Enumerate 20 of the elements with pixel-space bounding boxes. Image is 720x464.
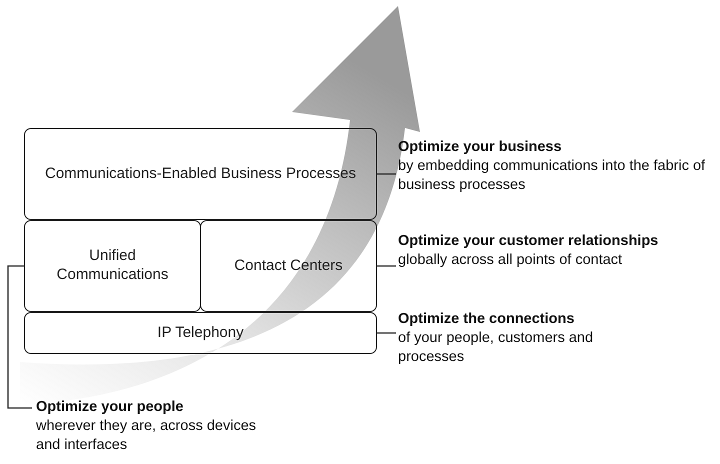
leader-line <box>377 265 396 267</box>
callout-heading: Optimize your people <box>36 398 184 417</box>
layer-box <box>24 312 377 354</box>
callout-text: by embedding communications into the fabric of business processes <box>398 156 706 195</box>
layer-box <box>24 128 377 220</box>
layer-label: IP Telephony <box>156 324 245 342</box>
layer-label: Communications-Enabled Business Processes <box>44 164 357 184</box>
layer-box <box>24 220 201 312</box>
callout-heading: Optimize the connections <box>398 310 576 329</box>
callout-text: of your people, customers and processes <box>398 328 594 367</box>
layer-box <box>200 220 377 312</box>
callout-text: globally across all points of contact <box>398 250 624 270</box>
leader-line <box>377 173 396 175</box>
layer-label: Contact Centers <box>233 256 344 276</box>
leader-line <box>7 265 32 409</box>
callout-heading: Optimize your business <box>398 138 563 157</box>
layer-label: Unified Communications <box>56 247 170 285</box>
leader-line <box>377 332 396 334</box>
callout-heading: Optimize your customer relationships <box>398 232 660 251</box>
callout-text: wherever they are, across devices and interfaces <box>36 416 258 455</box>
